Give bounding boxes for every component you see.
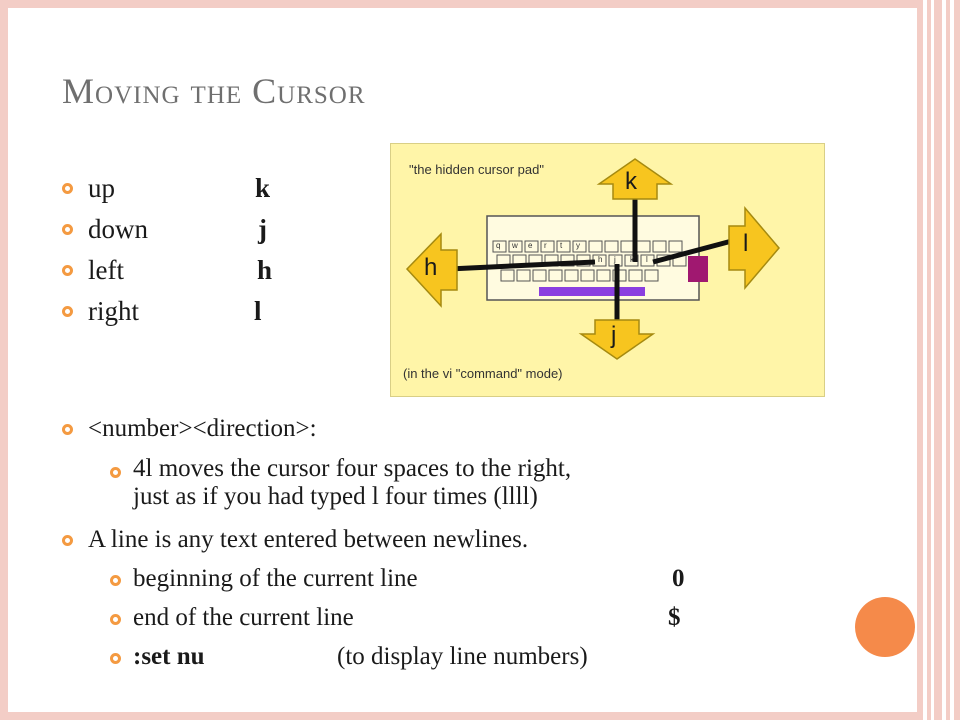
keyboard-key-label: w [512,241,518,250]
keyboard-key-label: q [496,241,501,250]
keyboard-key-label: r [544,241,547,250]
count-example: 4l moves the cursor four spaces to the r… [133,455,571,511]
keyboard-key [644,269,659,282]
keyboard-key [524,240,539,253]
count-example-line1: 4l moves the cursor four spaces to the r… [133,455,572,482]
movement-label: right [88,296,139,326]
movement-item-down: down [88,213,148,245]
bullet-icon [62,535,73,546]
keyboard-key [596,269,611,282]
keyboard-key [492,240,507,253]
keyboard-key-label: j [614,255,616,264]
accent-circle [855,597,915,657]
movement-key-left: h [257,255,273,285]
arrow-left-label: h [424,254,438,281]
movement-label: up [88,173,115,203]
set-nu-note: (to display line numbers) [337,643,588,670]
count-example-line2: just as if you had typed l four times (l… [133,483,538,510]
keyboard-key-label: k [630,255,634,264]
keyboard-key-label: e [528,241,533,250]
keyboard-key [560,254,575,267]
cursor-pad-illustration: "the hidden cursor pad" (in the vi "comm… [390,143,825,397]
keyboard-key [508,240,523,253]
movement-key-right: l [254,296,262,326]
keyboard-key [604,240,619,253]
movement-label: down [88,214,148,244]
line-item-end: end of the current line [133,604,354,631]
keyboard-key [628,269,643,282]
movement-item-up: up [88,172,115,204]
keyboard-key [652,240,667,253]
keyboard-key [588,240,603,253]
bullet-icon [110,467,121,478]
keyboard-key [540,240,555,253]
keyboard-key-label: y [576,241,580,250]
movement-item-left: left [88,254,124,286]
bullet-icon [110,614,121,625]
keyboard-key [668,240,683,253]
keyboard-key [636,240,651,253]
line-heading: A line is any text entered between newli… [88,526,529,553]
keyboard-key [500,269,515,282]
keyboard-key [624,254,639,267]
frame-top-border [0,0,917,8]
line-key-beginning: 0 [672,565,685,592]
keyboard-key [532,269,547,282]
keyboard-key-label: t [560,241,563,250]
keyboard-key-label: h [598,255,603,264]
keyboard-key [548,269,563,282]
bullet-icon [62,265,73,276]
keyboard-key [580,269,595,282]
count-heading: <number><direction>: [88,415,317,442]
keyboard-key [516,269,531,282]
movement-key-down: j [258,214,267,244]
keyboard-key [572,240,587,253]
arrow-right-label: l [743,230,749,257]
cursor-pad-caption-top: "the hidden cursor pad" [409,162,544,177]
movement-item-right: right [88,295,139,327]
keyboard-key [564,269,579,282]
keyboard-diagram [405,158,780,360]
slide-title: Moving the Cursor [62,71,366,111]
bullet-icon [110,653,121,664]
arrow-down-label: j [611,322,617,349]
cursor-pad-caption-bottom: (in the vi "command" mode) [403,366,563,381]
keyboard-key-label: l [646,255,648,264]
bullet-icon [62,224,73,235]
frame-bottom-border [0,712,917,720]
slide-frame [0,0,8,720]
side-stripes [917,0,960,720]
bullet-icon [62,424,73,435]
set-nu-command: :set nu [133,643,205,670]
movement-label: left [88,255,124,285]
movement-key-up: k [255,173,271,203]
keyboard-key [620,240,635,253]
arrow-up-label: k [625,168,637,195]
bullet-icon [110,575,121,586]
bullet-icon [62,183,73,194]
bullet-icon [62,306,73,317]
keyboard-key [556,240,571,253]
line-item-beginning: beginning of the current line [133,565,418,592]
line-key-end: $ [668,604,681,631]
